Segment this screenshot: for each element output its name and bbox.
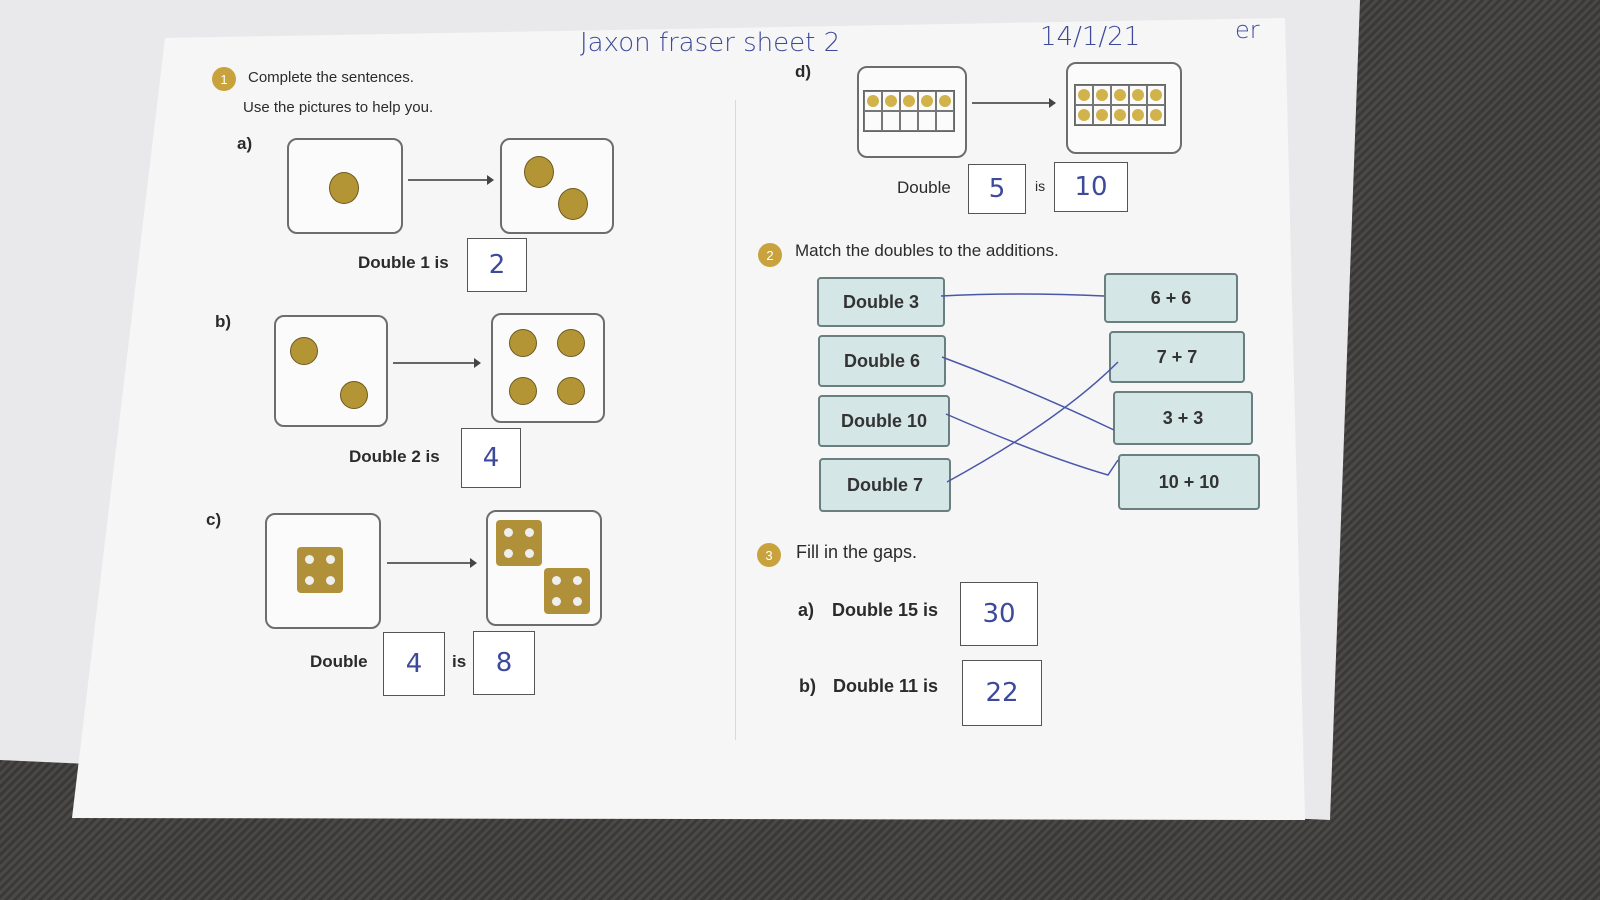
q1c-is: is <box>452 652 467 671</box>
picture-two-strawberries <box>500 138 614 234</box>
arrow-icon <box>972 98 1056 108</box>
picture-ten-frame-five <box>857 66 967 158</box>
q1d-answer-1[interactable]: 5 <box>968 164 1026 214</box>
picture-two-dice <box>486 510 602 626</box>
q3b-label: b) <box>799 676 816 696</box>
counter-icon <box>509 329 537 357</box>
q1d-answer-2[interactable]: 10 <box>1054 162 1128 212</box>
counter-icon <box>557 377 585 405</box>
dice-four-icon <box>297 547 343 593</box>
q1c-answer-1[interactable]: 4 <box>383 632 445 696</box>
q3b-answer[interactable]: 22 <box>962 660 1042 726</box>
strawberry-icon <box>329 172 359 204</box>
dice-four-icon <box>496 520 542 566</box>
q2-instruction: Match the doubles to the additions. <box>795 241 1059 260</box>
q3a-text: Double 15 is <box>832 600 939 620</box>
arrow-icon <box>387 558 477 568</box>
q1c-label: c) <box>206 510 222 529</box>
arrow-icon <box>393 358 481 368</box>
picture-two-counters <box>274 315 388 427</box>
q3-instruction: Fill in the gaps. <box>796 542 918 562</box>
q1d-is: is <box>1035 178 1046 194</box>
strawberry-icon <box>524 156 554 188</box>
double-7-card[interactable]: Double 7 <box>819 458 951 512</box>
q1-hint: Use the pictures to help you. <box>243 99 434 116</box>
counter-icon <box>340 381 368 409</box>
picture-one-die <box>265 513 381 629</box>
counter-icon <box>290 337 318 365</box>
handwritten-corner: er <box>1235 16 1260 44</box>
q1a-text: Double 1 is <box>358 253 449 272</box>
picture-four-counters <box>491 313 605 423</box>
column-divider <box>735 100 736 740</box>
q1d-label: d) <box>795 62 812 81</box>
addition-3-plus-3-card[interactable]: 3 + 3 <box>1113 391 1253 445</box>
q1c-answer-2[interactable]: 8 <box>473 631 535 695</box>
q1c-text: Double <box>310 652 368 671</box>
addition-7-plus-7-card[interactable]: 7 + 7 <box>1109 331 1245 383</box>
arrow-icon <box>408 175 494 185</box>
strawberry-icon <box>558 188 588 220</box>
counter-icon <box>557 329 585 357</box>
q1-instruction: Complete the sentences. <box>248 69 414 86</box>
question-2-badge: 2 <box>758 243 782 267</box>
question-1-badge: 1 <box>212 67 236 91</box>
picture-ten-frame-ten <box>1066 62 1182 154</box>
q1b-text: Double 2 is <box>349 447 440 466</box>
handwritten-date: 14/1/21 <box>1040 22 1141 52</box>
picture-one-strawberry <box>287 138 403 234</box>
q3a-label: a) <box>798 600 815 620</box>
q1b-label: b) <box>215 312 232 331</box>
double-10-card[interactable]: Double 10 <box>818 395 950 447</box>
handwritten-name: Jaxon fraser sheet 2 <box>580 28 841 58</box>
double-6-card[interactable]: Double 6 <box>818 335 946 387</box>
q1a-answer[interactable]: 2 <box>467 238 527 292</box>
addition-10-plus-10-card[interactable]: 10 + 10 <box>1118 454 1260 510</box>
question-3-badge: 3 <box>757 543 781 567</box>
counter-icon <box>509 377 537 405</box>
q1b-answer[interactable]: 4 <box>461 428 521 488</box>
q1d-text: Double <box>897 178 951 197</box>
ten-frame-icon <box>1074 84 1166 126</box>
dice-four-icon <box>544 568 590 614</box>
double-3-card[interactable]: Double 3 <box>817 277 945 327</box>
ten-frame-icon <box>863 90 955 132</box>
q1a-label: a) <box>237 134 253 153</box>
q3b-text: Double 11 is <box>833 676 939 696</box>
addition-6-plus-6-card[interactable]: 6 + 6 <box>1104 273 1238 323</box>
q3a-answer[interactable]: 30 <box>960 582 1038 646</box>
